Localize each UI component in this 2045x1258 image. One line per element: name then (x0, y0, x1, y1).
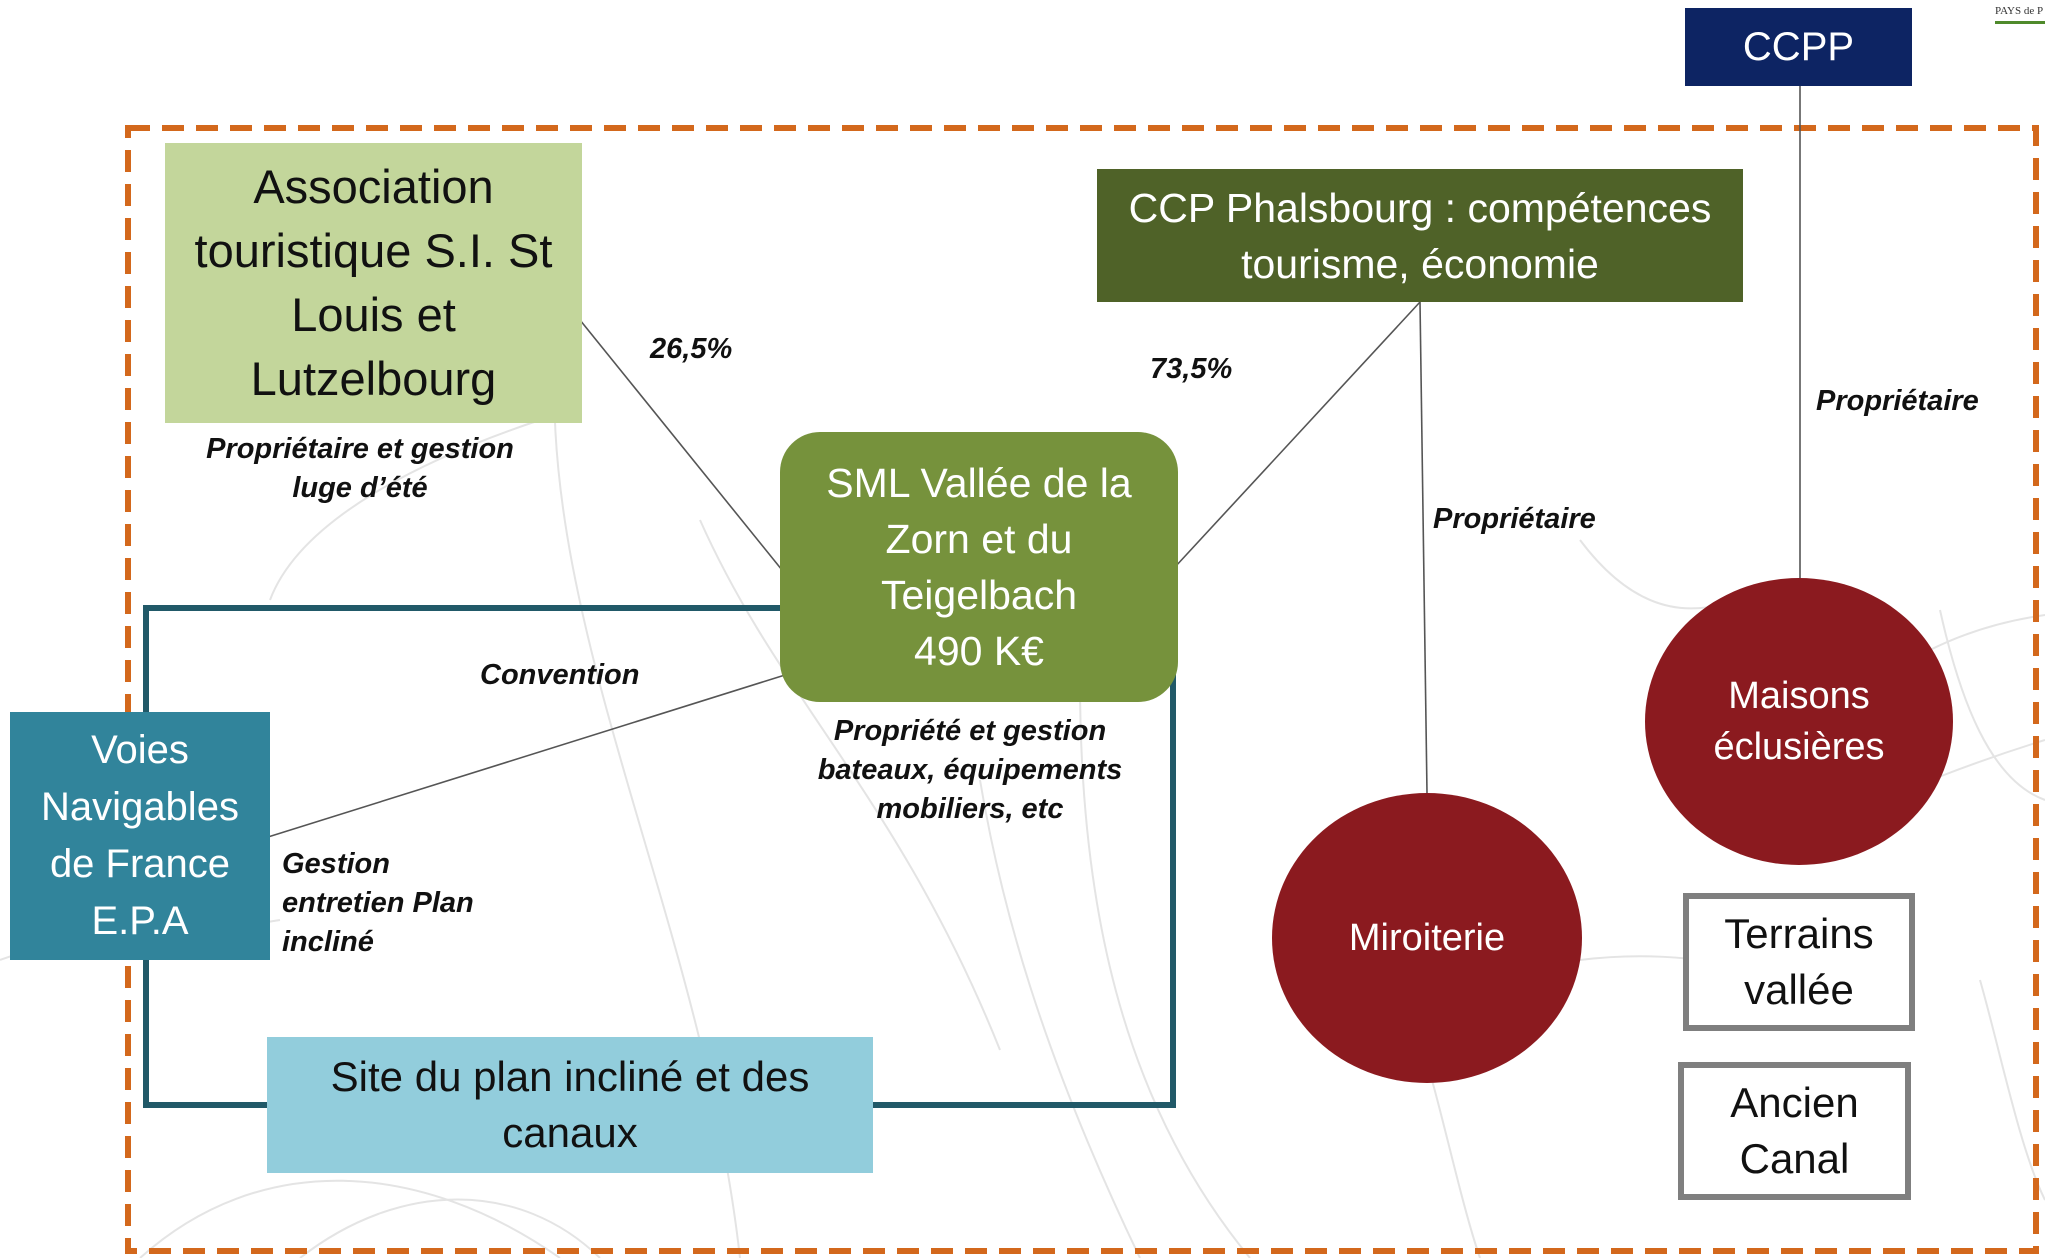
logo-mark: PAYS de P (1995, 0, 2045, 24)
line-ccp-sml (1174, 301, 1421, 568)
share-ccp-label: 73,5% (1150, 353, 1233, 385)
maisons-circle: Maisons éclusières (1645, 578, 1953, 865)
convention-label: Convention (480, 659, 640, 691)
line-assoc-sml (579, 319, 783, 571)
vnf-box: Voies Navigables de France E.P.A (10, 712, 270, 960)
proprietaire-ccp-label: Propriétaire (1433, 503, 1596, 535)
vnf-role-label: Gestion entretien Plan incliné (282, 848, 474, 958)
ancien-canal-box: Ancien Canal (1678, 1062, 1911, 1200)
ccp-phalsbourg-box: CCP Phalsbourg : compétences tourisme, é… (1097, 169, 1743, 302)
sml-role-label: Propriété et gestion bateaux, équipement… (817, 715, 1123, 825)
association-box: Association touristique S.I. St Louis et… (165, 143, 582, 423)
ccpp-box: CCPP (1685, 8, 1912, 86)
terrains-box: Terrains vallée (1683, 893, 1915, 1031)
line-ccp-miroiterie (1419, 301, 1428, 794)
share-assoc-label: 26,5% (650, 333, 733, 365)
association-role-label: Propriétaire et gestion luge d’été (206, 433, 514, 504)
line-vnf-sml (267, 674, 786, 838)
perimeter-dashed-frame (125, 125, 2039, 1254)
miroiterie-circle: Miroiterie (1272, 793, 1582, 1083)
proprietaire-ccpp-label: Propriétaire (1816, 385, 1979, 417)
site-box: Site du plan incliné et des canaux (267, 1037, 873, 1173)
sml-box: SML Vallée de la Zorn et du Teigelbach 4… (780, 432, 1178, 702)
